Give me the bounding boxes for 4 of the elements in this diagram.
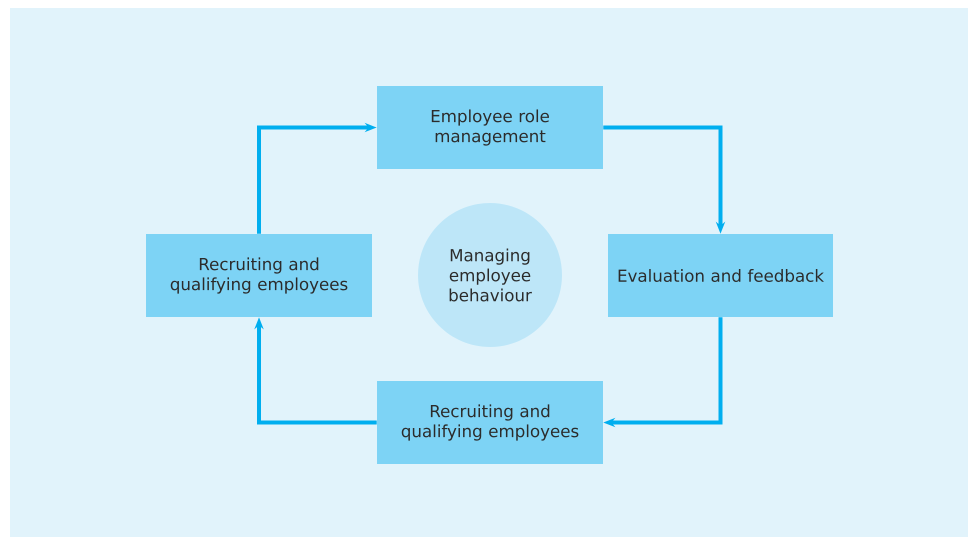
process-box: Evaluation and feedback — [608, 234, 833, 317]
process-box: Recruiting and qualifying employees — [377, 381, 603, 464]
process-box: Employee role management — [377, 86, 603, 169]
process-box: Recruiting and qualifying employees — [146, 234, 372, 317]
